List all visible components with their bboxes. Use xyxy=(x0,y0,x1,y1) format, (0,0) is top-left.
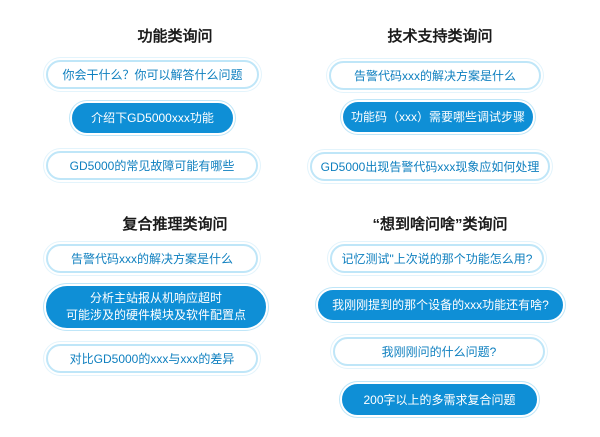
question-label: 记忆测试"上次说的那个功能怎么用? xyxy=(341,251,533,266)
question-label: 对比GD5000的xxx与xxx的差异 xyxy=(69,351,235,366)
question-label-line-2: 可能涉及的硬件模块及软件配置点 xyxy=(65,308,246,322)
question-what-did-i-ask[interactable]: 我刚刚问的什么问题? xyxy=(333,337,545,366)
section-title-functional: 功能类询问 xyxy=(137,28,213,45)
question-gd5000-common-faults[interactable]: GD5000的常见故障可能有哪些 xyxy=(46,151,258,180)
question-label: 你会干什么？你可以解答什么问题 xyxy=(62,67,243,82)
section-title-tech-support: 技术支持类询问 xyxy=(387,28,493,45)
section-title-free-questions: “想到啥问啥”类询问 xyxy=(372,216,508,233)
section-title-compound-reasoning: 复合推理类询问 xyxy=(122,216,228,233)
question-function-code-debug-steps[interactable]: 功能码（xxx）需要哪些调试步骤 xyxy=(343,102,533,132)
question-alarm-code-solution-2[interactable]: 告警代码xxx的解决方案是什么 xyxy=(46,244,258,273)
question-analyze-master-timeout[interactable]: 分析主站报从机响应超时 可能涉及的硬件模块及软件配置点 xyxy=(46,286,266,328)
question-label: 介绍下GD5000xxx功能 xyxy=(91,111,214,125)
question-label: 功能码（xxx）需要哪些调试步骤 xyxy=(350,110,525,124)
question-gd5000-alarm-handling[interactable]: GD5000出现告警代码xxx现象应如何处理 xyxy=(310,152,550,181)
question-label: GD5000出现告警代码xxx现象应如何处理 xyxy=(320,159,540,174)
question-label: 告警代码xxx的解决方案是什么 xyxy=(353,68,516,83)
question-what-can-you-do[interactable]: 你会干什么？你可以解答什么问题 xyxy=(46,60,259,89)
question-200-char-compound[interactable]: 200字以上的多需求复合问题 xyxy=(342,384,537,415)
question-memory-test-last-function[interactable]: 记忆测试"上次说的那个功能怎么用? xyxy=(330,244,544,273)
question-compare-gd5000-diff[interactable]: 对比GD5000的xxx与xxx的差异 xyxy=(46,344,258,373)
question-alarm-code-solution[interactable]: 告警代码xxx的解决方案是什么 xyxy=(329,61,541,90)
question-device-function-followup[interactable]: 我刚刚提到的那个设备的xxx功能还有啥? xyxy=(318,290,563,320)
question-label: 告警代码xxx的解决方案是什么 xyxy=(70,251,233,266)
question-label: GD5000的常见故障可能有哪些 xyxy=(69,158,235,173)
question-label: 我刚刚提到的那个设备的xxx功能还有啥? xyxy=(332,298,549,312)
question-label: 我刚刚问的什么问题? xyxy=(381,344,497,359)
question-introduce-gd5000-function[interactable]: 介绍下GD5000xxx功能 xyxy=(72,103,233,133)
question-label-line-1: 分析主站报从机响应超时 xyxy=(89,291,222,305)
question-label-group: 分析主站报从机响应超时 可能涉及的硬件模块及软件配置点 xyxy=(66,290,246,324)
question-label: 200字以上的多需求复合问题 xyxy=(363,392,516,407)
